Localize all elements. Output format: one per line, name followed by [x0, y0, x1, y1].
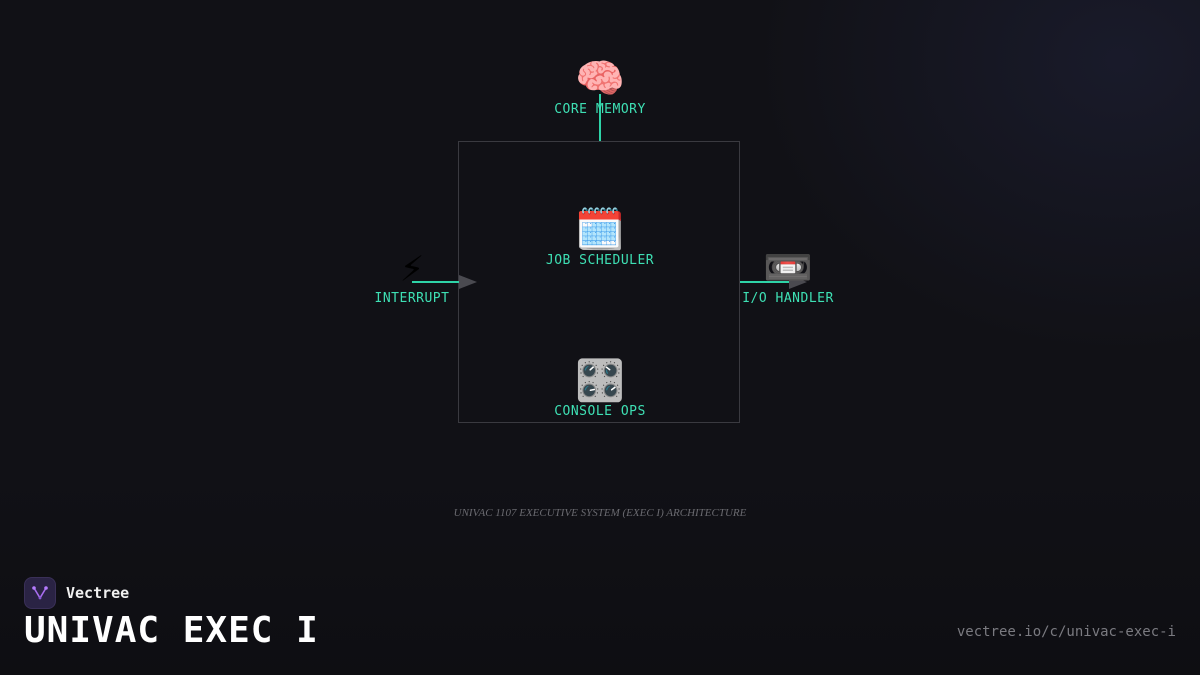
- node-label: INTERRUPT: [374, 291, 450, 306]
- node-label: CORE MEMORY: [554, 102, 646, 117]
- connector-io-handler: [740, 281, 790, 283]
- node-console-ops: 🎛️ CONSOLE OPS: [554, 358, 646, 419]
- brand: Vectree: [24, 577, 129, 609]
- diagram-caption: UNIVAC 1107 EXECUTIVE SYSTEM (EXEC I) AR…: [453, 507, 747, 519]
- connector-core-memory: [599, 94, 601, 141]
- videocassette-icon: 📼: [763, 245, 813, 291]
- node-job-scheduler: 🗓️ JOB SCHEDULER: [546, 207, 654, 268]
- node-core-memory: 🧠 CORE MEMORY: [554, 56, 646, 117]
- lightning-icon: ⚡: [399, 245, 425, 291]
- vectree-logo-icon: [24, 577, 56, 609]
- brain-icon: 🧠: [575, 56, 625, 102]
- page-url[interactable]: vectree.io/c/univac-exec-i: [956, 624, 1176, 640]
- node-label: CONSOLE OPS: [554, 404, 646, 419]
- brand-name: Vectree: [66, 584, 130, 602]
- node-label: JOB SCHEDULER: [545, 253, 655, 268]
- page-title: UNIVAC EXEC I: [24, 610, 319, 651]
- node-interrupt: ⚡ INTERRUPT: [375, 245, 450, 306]
- connector-interrupt: [412, 281, 459, 283]
- arrowhead-interrupt: [459, 275, 477, 289]
- control-knobs-icon: 🎛️: [575, 358, 625, 404]
- node-label: I/O HANDLER: [742, 291, 834, 306]
- node-io-handler: 📼 I/O HANDLER: [742, 245, 834, 306]
- calendar-icon: 🗓️: [575, 207, 625, 253]
- arrowhead-io-handler: [789, 275, 807, 289]
